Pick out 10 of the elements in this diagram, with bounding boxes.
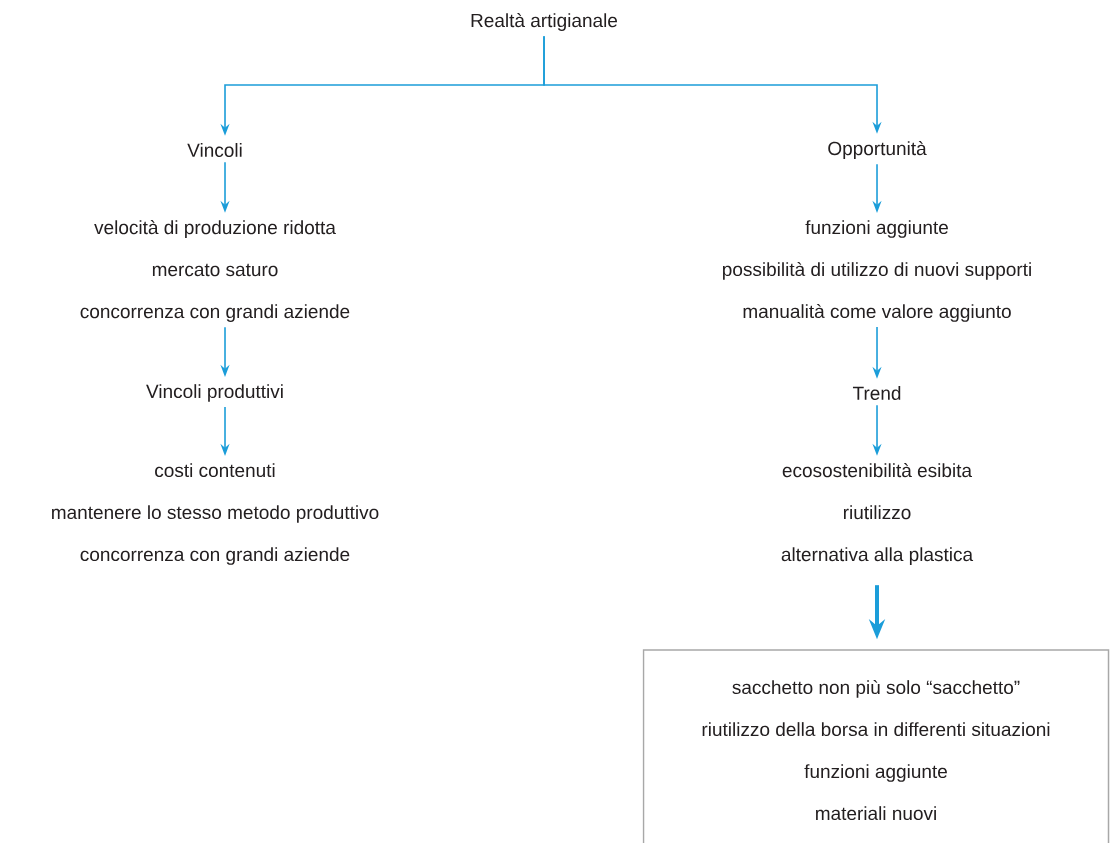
item-list: velocità di produzione ridotta mercato saturo concorrenza con grandi aziende (80, 220, 350, 322)
summary-box: sacchetto non più solo “sacchetto” riutilizzo della borsa in differenti situazioni funzioni aggiunte materiali nuovi (642, 649, 1110, 843)
category-label: Vincoli produttivi (146, 384, 283, 402)
item-list: funzioni aggiunte possibilità di utilizzo di nuovi supporti manualità come valore aggiunto (723, 220, 1031, 322)
category-label: Vincoli (187, 143, 242, 157)
item-list: ecosostenibilità esibita riutilizzo alternativa alla plastica (781, 463, 974, 565)
category-label: Trend (852, 386, 901, 400)
item-list: costi contenuti mantenere lo stesso metodo produttivo concorrenza con grandi aziende (52, 463, 379, 565)
root-label: Realtà artigianale (471, 13, 618, 31)
category-label: Opportunità (828, 141, 927, 159)
